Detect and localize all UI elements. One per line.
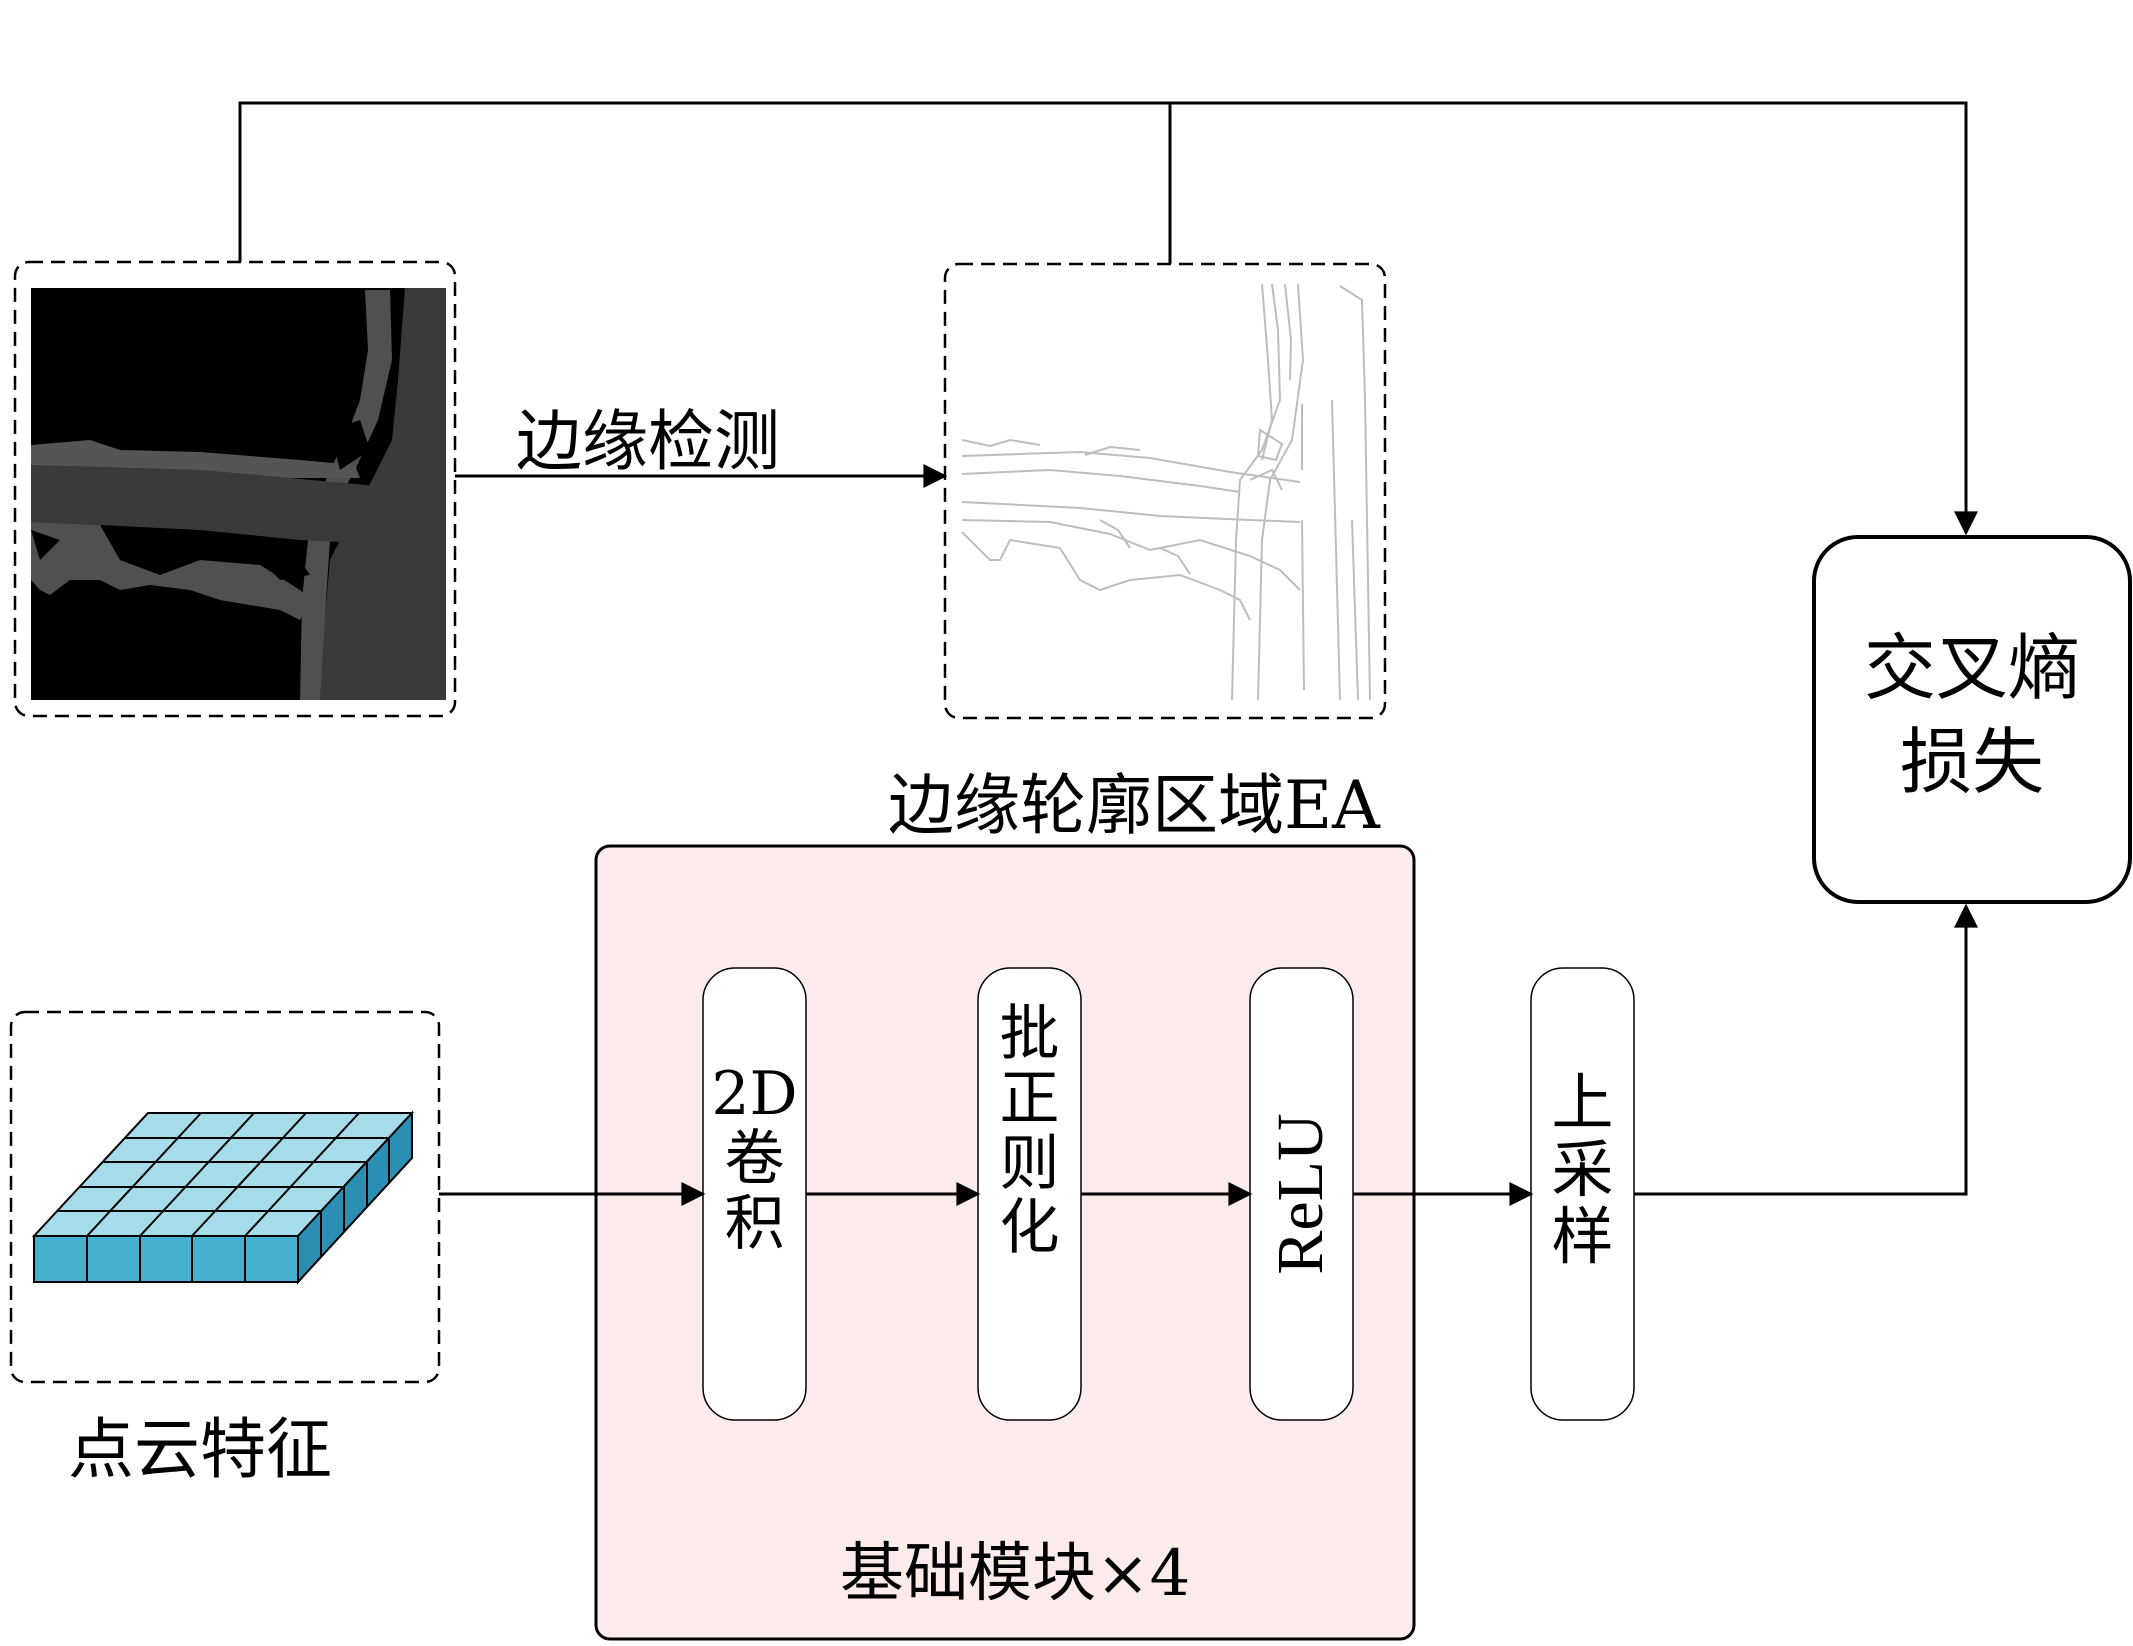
upsample-label: 上 采 样: [1531, 1066, 1634, 1273]
segmentation-image: [31, 288, 446, 700]
point-cloud-grid-icon: [31, 1110, 415, 1285]
edge-area-label: 边缘轮廓区域EA: [888, 767, 1380, 844]
cross-entropy-line-1: 交叉熵: [1863, 626, 2080, 710]
relu-label: ReLU: [1264, 1113, 1337, 1275]
batch-norm-label-line-2: 正: [999, 1063, 1060, 1134]
batch-norm-label-line-1: 批: [999, 999, 1060, 1069]
cross-entropy-loss-label: 交叉熵 损失: [1814, 622, 2130, 809]
batch-norm-label-line-4: 化: [999, 1193, 1060, 1264]
edge-detection-label: 边缘检测: [516, 403, 780, 480]
conv2d-label-line-2: 卷: [724, 1123, 785, 1194]
point-cloud-feature-label: 点云特征: [68, 1411, 332, 1488]
batch-norm-label-line-3: 则: [999, 1128, 1060, 1199]
cross-entropy-loss-box: [1812, 535, 2132, 904]
flow-arrows: [439, 903, 1978, 1206]
batch-norm-label: 批 正 则 化: [978, 1002, 1081, 1261]
upsample-label-line-2: 采: [1551, 1132, 1614, 1206]
edge-contour-image: [961, 283, 1371, 701]
upsample-label-line-3: 样: [1551, 1199, 1614, 1273]
top-connector-lines: [238, 101, 1978, 536]
upsample-label-line-1: 上: [1551, 1066, 1614, 1139]
base-block-label: 基础模块×4: [840, 1537, 1191, 1611]
edge-area-frame: [943, 262, 1387, 720]
segmentation-frame: [13, 260, 457, 718]
conv2d-label: 2D 卷 积: [703, 1062, 806, 1256]
conv2d-label-line-3: 积: [724, 1188, 785, 1259]
cross-entropy-line-2: 损失: [1899, 719, 2044, 804]
conv2d-label-line-1: 2D: [711, 1059, 798, 1129]
point-cloud-frame: [9, 1010, 441, 1384]
